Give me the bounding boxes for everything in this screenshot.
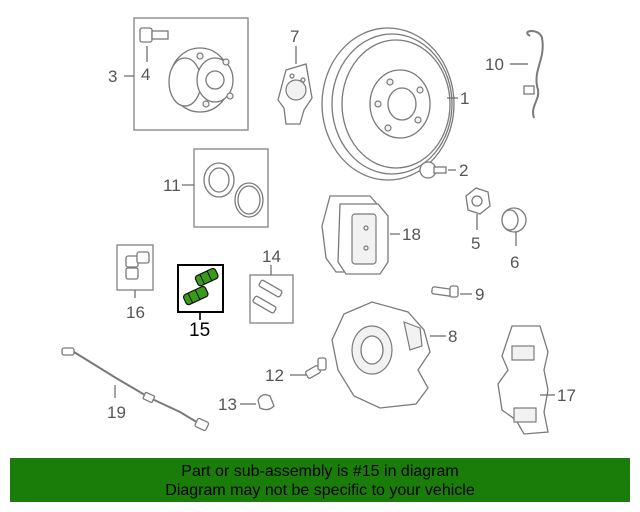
hub-nut[interactable] [465,187,491,215]
callout-10[interactable]: 10 [485,55,504,74]
bleeder-cap[interactable] [257,394,275,411]
callout-15[interactable]: 15 [189,320,210,341]
callout-9[interactable]: 9 [475,285,484,304]
wear-sensor-wire[interactable] [523,30,544,119]
callout-5[interactable]: 5 [471,234,480,253]
hub-bearing-assembly[interactable] [133,17,249,131]
brake-caliper[interactable] [331,301,431,409]
banner-line-1: Part or sub-assembly is #15 in diagram [181,463,459,480]
guide-pin-kit[interactable] [177,264,224,313]
callout-14[interactable]: 14 [262,247,281,266]
callout-8[interactable]: 8 [448,327,457,346]
hub-bolt [139,27,169,43]
caliper-seal-kit[interactable] [193,148,269,228]
guide-pin-boots[interactable] [116,244,154,291]
brake-rotor[interactable] [321,27,455,181]
callout-17[interactable]: 17 [557,386,576,405]
caliper-bolts[interactable] [249,274,294,324]
callout-19[interactable]: 19 [107,403,126,422]
callout-6[interactable]: 6 [510,253,519,272]
banner-line-2: Diagram may not be specific to your vehi… [165,482,475,499]
bleeder-screw[interactable] [305,357,327,379]
callout-4[interactable]: 4 [141,65,150,84]
callout-7[interactable]: 7 [290,27,299,46]
callout-16[interactable]: 16 [126,303,145,322]
callout-1[interactable]: 1 [460,89,469,108]
callout-2[interactable]: 2 [459,161,468,180]
rotor-screw[interactable] [419,161,447,179]
hub-cap[interactable] [501,207,527,233]
brake-pad-set[interactable] [321,195,389,275]
callout-13[interactable]: 13 [218,395,237,414]
caliper-bracket[interactable] [497,325,549,435]
callout-3[interactable]: 3 [108,67,117,86]
callout-12[interactable]: 12 [265,366,284,385]
callout-18[interactable]: 18 [402,225,421,244]
dust-shield[interactable] [277,63,313,125]
caliper-bolt[interactable] [431,285,459,298]
callout-11[interactable]: 11 [163,176,181,195]
info-banner: Part or sub-assembly is #15 in diagram D… [10,458,630,502]
wear-sensor[interactable] [61,347,210,432]
